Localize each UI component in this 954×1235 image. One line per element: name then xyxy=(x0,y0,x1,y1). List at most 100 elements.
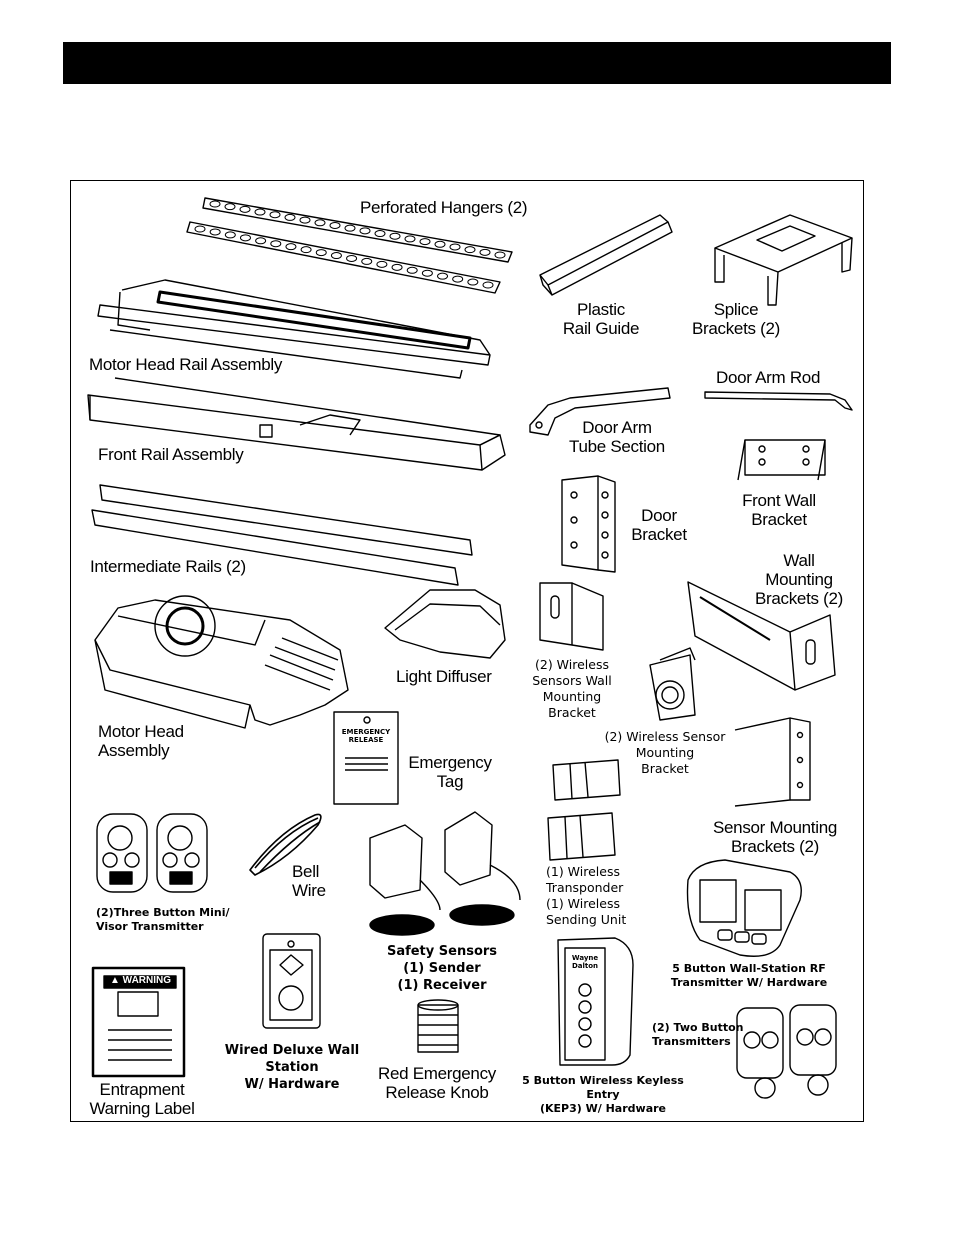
motor-head-rail-art xyxy=(97,279,491,379)
hanger-hole xyxy=(419,238,431,246)
hanger-hole xyxy=(434,240,446,248)
hanger-hole xyxy=(329,221,341,229)
hanger-hole xyxy=(285,243,297,251)
hanger-hole xyxy=(269,211,281,219)
label-emergency-tag: Emergency Tag xyxy=(408,753,492,791)
label-wireless-sensors-wall: (2) Wireless Sensors Wall Mounting Brack… xyxy=(532,657,612,720)
label-plastic-rail-guide: Plastic Rail Guide xyxy=(562,300,640,338)
hanger-hole xyxy=(300,246,312,254)
label-two-button-transmitters: (2) Two Button Transmitters xyxy=(652,1021,744,1048)
hanger-hole xyxy=(209,228,221,236)
hanger-hole xyxy=(482,281,494,289)
wall-station-rf-art xyxy=(686,859,802,957)
intermediate-rails-art xyxy=(91,484,473,586)
safety-sensors-art xyxy=(369,811,521,936)
label-perforated-hangers: Perforated Hangers (2) xyxy=(360,198,528,217)
label-bell-wire: Bell Wire xyxy=(292,862,326,900)
emergency-tag-text: EMERGENCY RELEASE xyxy=(341,728,391,744)
hanger-hole xyxy=(254,208,266,216)
entrapment-label-art xyxy=(91,966,186,1078)
label-motor-head-rail: Motor Head Rail Assembly xyxy=(89,355,283,374)
parts-frame xyxy=(70,180,864,1122)
label-red-release-knob: Red Emergency Release Knob xyxy=(378,1064,496,1102)
keyless-entry-art xyxy=(557,937,634,1066)
door-bracket-art xyxy=(561,475,616,573)
two-button-transmitters-art xyxy=(736,1004,837,1099)
hanger-hole xyxy=(224,231,236,239)
splice-bracket-art xyxy=(714,214,853,306)
emergency-tag-art xyxy=(333,711,399,805)
hanger-hole xyxy=(404,235,416,243)
label-door-bracket: Door Bracket xyxy=(631,506,687,544)
label-wired-wall-station: Wired Deluxe Wall Station W/ Hardware xyxy=(224,1043,360,1092)
label-keyless-entry: 5 Button Wireless Keyless Entry (KEP3) W… xyxy=(522,1074,684,1115)
release-knob-art xyxy=(417,999,459,1053)
hanger-hole xyxy=(346,254,358,262)
label-wireless-transponder: (1) Wireless Transponder (1) Wireless Se… xyxy=(546,864,627,927)
label-five-button-wall-station: 5 Button Wall-Station RF Transmitter W/ … xyxy=(670,962,828,989)
light-diffuser-art xyxy=(384,589,506,659)
hanger-hole xyxy=(299,216,311,224)
wall-mounting-bracket-art xyxy=(687,581,836,691)
hanger-hole xyxy=(224,203,236,211)
hanger-hole xyxy=(239,234,251,242)
header-bar xyxy=(63,42,891,84)
bell-wire-art xyxy=(249,813,322,876)
label-light-diffuser: Light Diffuser xyxy=(396,667,492,686)
sensor-mounting-bracket-art xyxy=(734,717,811,807)
hanger-hole xyxy=(449,243,461,251)
hanger-hole xyxy=(389,232,401,240)
label-intermediate-rails: Intermediate Rails (2) xyxy=(90,557,246,576)
perforated-hangers-art xyxy=(186,197,513,294)
hanger-hole xyxy=(361,257,373,265)
three-button-transmitters-art xyxy=(96,813,208,893)
hanger-hole xyxy=(374,230,386,238)
hanger-hole xyxy=(314,219,326,227)
plastic-rail-guide-art xyxy=(539,214,673,296)
hanger-hole xyxy=(270,240,282,248)
hanger-hole xyxy=(209,200,221,208)
wired-wall-station-art xyxy=(262,933,321,1029)
hanger-hole xyxy=(359,227,371,235)
hanger-hole xyxy=(406,266,418,274)
keyless-brand-text: Wayne Dalton xyxy=(571,954,599,970)
hanger-hole xyxy=(315,249,327,257)
hanger-hole xyxy=(464,246,476,254)
hanger-hole xyxy=(467,278,479,286)
door-arm-tube-art xyxy=(529,387,671,436)
wireless-sensor-mounting-art xyxy=(649,647,696,721)
hanger-hole xyxy=(452,275,464,283)
wireless-sensors-wall-bracket-art xyxy=(539,582,604,651)
label-sensor-mounting-brackets: Sensor Mounting Brackets (2) xyxy=(712,818,838,856)
wireless-transponder-art xyxy=(547,759,621,861)
label-wireless-sensor-mounting: (2) Wireless Sensor Mounting Bracket xyxy=(604,729,726,776)
label-front-rail: Front Rail Assembly xyxy=(98,445,244,464)
label-door-arm-tube: Door Arm Tube Section xyxy=(569,418,665,456)
motor-head-assembly-art xyxy=(94,595,349,729)
label-three-button-transmitter: (2)Three Button Mini/ Visor Transmitter xyxy=(96,906,230,933)
hanger-hole xyxy=(391,263,403,271)
door-arm-rod-art xyxy=(704,391,853,411)
warning-label-text: ▲ WARNING xyxy=(110,975,172,986)
hanger-holes xyxy=(194,200,506,289)
hanger-hole xyxy=(344,224,356,232)
front-rail-art xyxy=(87,377,506,471)
label-splice-brackets: Splice Brackets (2) xyxy=(691,300,781,338)
label-safety-sensors: Safety Sensors (1) Sender (1) Receiver xyxy=(386,944,498,993)
hanger-hole xyxy=(284,213,296,221)
front-wall-bracket-art xyxy=(737,439,826,481)
hanger-hole xyxy=(376,260,388,268)
hanger-hole xyxy=(194,225,206,233)
label-wall-mounting-brackets: Wall Mounting Brackets (2) xyxy=(754,551,844,608)
hanger-hole xyxy=(437,272,449,280)
hanger-hole xyxy=(479,248,491,256)
hanger-hole xyxy=(494,251,506,259)
hanger-hole xyxy=(239,205,251,213)
label-door-arm-rod: Door Arm Rod xyxy=(716,368,821,387)
label-front-wall-bracket: Front Wall Bracket xyxy=(742,491,816,529)
label-entrapment-warning: Entrapment Warning Label xyxy=(89,1080,195,1118)
hanger-hole xyxy=(421,269,433,277)
label-motor-head-assembly: Motor Head Assembly xyxy=(98,722,184,760)
hanger-hole xyxy=(255,237,267,245)
